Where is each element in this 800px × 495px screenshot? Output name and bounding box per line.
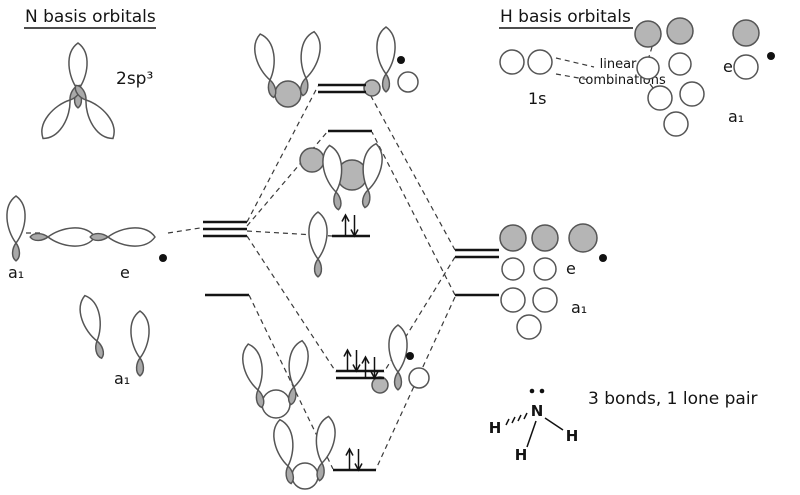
- h-salc-circle-shaded: [499, 224, 527, 252]
- hashed-bond-icon: [511, 416, 516, 424]
- mo-circle-shaded: [363, 79, 381, 97]
- h-1s-circle: [499, 49, 525, 75]
- n-e-label: e: [120, 263, 130, 282]
- h-salc-circle-shaded: [531, 224, 559, 252]
- correlation-dash: [246, 235, 337, 373]
- bond-line: [544, 417, 564, 431]
- degenerate-partner-dot: [599, 254, 607, 262]
- mo-circle: [397, 71, 419, 93]
- n-salc-drawing-lower: a₁: [76, 293, 149, 388]
- bonding-e-drawing: [239, 325, 430, 419]
- n-orbital-lobe-icon: [30, 228, 95, 246]
- mo-circle: [408, 367, 430, 389]
- hashed-bond-icon: [505, 418, 510, 426]
- mo-circle-shaded: [299, 147, 325, 173]
- electron-pair-icon: [361, 356, 379, 379]
- mo-circle: [291, 462, 319, 490]
- bonding-a1-drawing: [271, 415, 338, 490]
- n-a1-label: a₁: [8, 263, 24, 282]
- h-combo-circle-shaded: [634, 20, 662, 48]
- hydrogen-atom-label: H: [515, 446, 528, 464]
- h-combo-circle-shaded: [732, 19, 760, 47]
- sp3-hybrid-label: 2sp³: [116, 69, 153, 89]
- degenerate-partner-dot: [397, 56, 405, 64]
- n-sp3-orbital-drawing: 2sp³: [36, 43, 153, 144]
- hashed-bond-icon: [517, 414, 522, 422]
- h-salc-a1-label: a₁: [571, 298, 587, 317]
- mo-lobe-icon: [377, 27, 395, 92]
- lone-pair-dot: [529, 388, 535, 394]
- hydrogen-atom-label: H: [489, 419, 502, 437]
- h-basis-title: H basis orbitals: [500, 7, 631, 27]
- mo-lobe-icon: [389, 325, 407, 390]
- h-energy-levels: e a₁: [455, 223, 607, 340]
- mo-lobe-icon: [309, 212, 327, 277]
- h-combo-circle: [663, 111, 689, 137]
- h-basis-a1-label: a₁: [728, 107, 744, 126]
- correlation-dash: [365, 86, 456, 251]
- h-basis-e-label: e: [723, 57, 733, 76]
- bond-line: [526, 420, 537, 448]
- h-1s-label: 1s: [528, 89, 547, 108]
- h-combo-circle-shaded: [666, 17, 694, 45]
- linear-combo-dash: [555, 73, 591, 81]
- salc-link-dash: [167, 227, 201, 234]
- degenerate-partner-dot: [767, 52, 775, 60]
- h-salc-e-label: e: [566, 259, 576, 278]
- h-salc-circle: [516, 314, 542, 340]
- correlation-dash: [371, 131, 456, 296]
- h-salc-circle: [533, 257, 557, 281]
- hashed-bond-icon: [523, 412, 528, 420]
- mo-circle: [261, 389, 291, 419]
- h-salc-circle-shaded: [568, 223, 598, 253]
- electron-pair-icon: [343, 349, 361, 372]
- n-orbital-lobe-icon: [76, 293, 110, 360]
- n-orbital-lobe-icon: [131, 311, 149, 376]
- h-combo-circle: [679, 81, 705, 107]
- n-basis-title: N basis orbitals: [25, 7, 156, 27]
- lone-pair-dot: [539, 388, 545, 394]
- linear-combo-dash: [555, 57, 595, 68]
- n-orbital-lobe-icon: [7, 196, 25, 261]
- h-basis-drawing: 1s linear combinations e a₁: [499, 17, 775, 137]
- degenerate-partner-dot: [406, 352, 414, 360]
- degenerate-partner-dot: [159, 254, 167, 262]
- n-orbital-lobe-icon: [90, 228, 155, 246]
- n-energy-levels: [203, 220, 249, 297]
- h-combo-circle: [647, 85, 673, 111]
- antibonding-e-drawing: [251, 27, 419, 108]
- correlation-dash: [246, 130, 329, 227]
- h-combo-circle: [668, 52, 692, 76]
- correlation-dash: [246, 85, 319, 223]
- n-a1-lower-label: a₁: [114, 369, 130, 388]
- h-1s-circle: [527, 49, 553, 75]
- h-combo-circle: [636, 56, 660, 80]
- h-combo-circle: [733, 54, 759, 80]
- nonbonding-a1-drawing: [309, 212, 327, 277]
- mo-circle-shaded: [371, 376, 389, 394]
- sp3-lobe-down-right-icon: [68, 80, 120, 144]
- h-salc-circle: [500, 287, 526, 313]
- mo-circle-shaded: [274, 80, 302, 108]
- bond-summary-caption: 3 bonds, 1 lone pair: [588, 389, 758, 409]
- h-salc-circle: [501, 257, 525, 281]
- linear-combinations-label-line1: linear: [600, 57, 637, 72]
- h-salc-circle: [532, 287, 558, 313]
- n-salc-drawing-upper: a₁ e: [7, 196, 201, 282]
- nitrogen-atom-label: N: [531, 402, 544, 420]
- electron-pair-icon: [341, 214, 359, 237]
- electron-pair-icon: [345, 448, 363, 471]
- hydrogen-atom-label: H: [566, 427, 579, 445]
- nh3-molecule-drawing: N H H H 3 bonds, 1 lone pair: [489, 388, 758, 464]
- antibonding-a1-drawing: [299, 142, 385, 211]
